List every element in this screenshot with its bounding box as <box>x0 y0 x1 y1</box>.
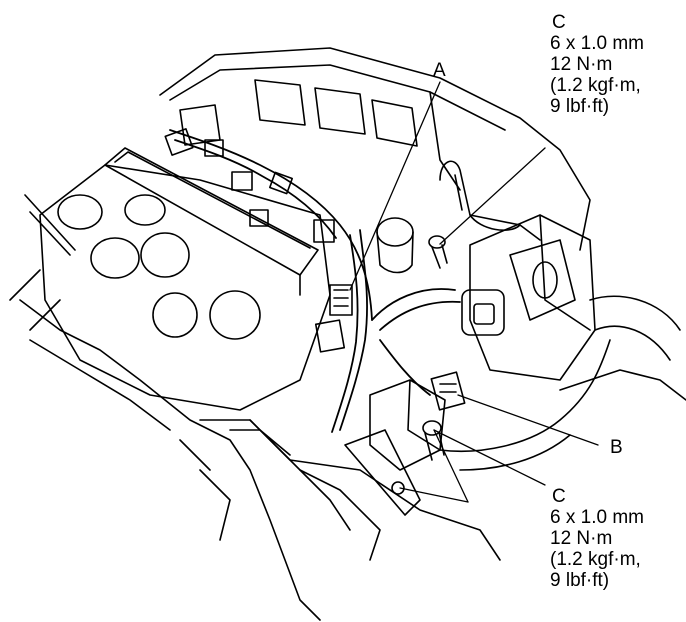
bolt-c-top <box>428 235 448 269</box>
leader-lines <box>349 81 599 503</box>
connector-b <box>430 371 466 411</box>
sensor-connector <box>461 289 505 336</box>
callout-c-top-letter: C <box>552 12 566 33</box>
callout-c-top-spec-2: 12 N·m <box>550 54 613 75</box>
callout-c-bottom-spec-4: 9 lbf·ft) <box>550 570 610 591</box>
hose <box>376 160 541 274</box>
callout-c-top-spec-3: (1.2 kgf·m, <box>550 75 641 96</box>
callout-c-bottom-spec-2: 12 N·m <box>550 528 613 549</box>
callout-c-bottom-spec-1: 6 x 1.0 mm <box>550 507 644 528</box>
callout-c-bottom-label: C 6 x 1.0 mm 12 N·m (1.2 kgf·m, 9 lbf·ft… <box>550 486 644 591</box>
callout-c-top-spec-1: 6 x 1.0 mm <box>550 33 644 54</box>
callout-c-bottom-spec-3: (1.2 kgf·m, <box>550 549 641 570</box>
wire-harness <box>169 129 461 433</box>
engine-block <box>9 269 686 621</box>
callout-b-label: B <box>610 437 623 458</box>
upper-manifold <box>159 47 591 251</box>
harness-connectors <box>164 128 346 353</box>
bolt-c-bottom <box>422 420 445 461</box>
callout-c-bottom-letter: C <box>552 486 566 507</box>
connector-a <box>329 284 353 316</box>
timing-cover <box>469 214 681 381</box>
callout-c-top-spec-4: 9 lbf·ft) <box>550 96 610 117</box>
callout-a-label: A <box>433 60 446 81</box>
intake-runners <box>24 164 331 411</box>
callout-c-top-label: C 6 x 1.0 mm 12 N·m (1.2 kgf·m, 9 lbf·ft… <box>550 12 644 117</box>
